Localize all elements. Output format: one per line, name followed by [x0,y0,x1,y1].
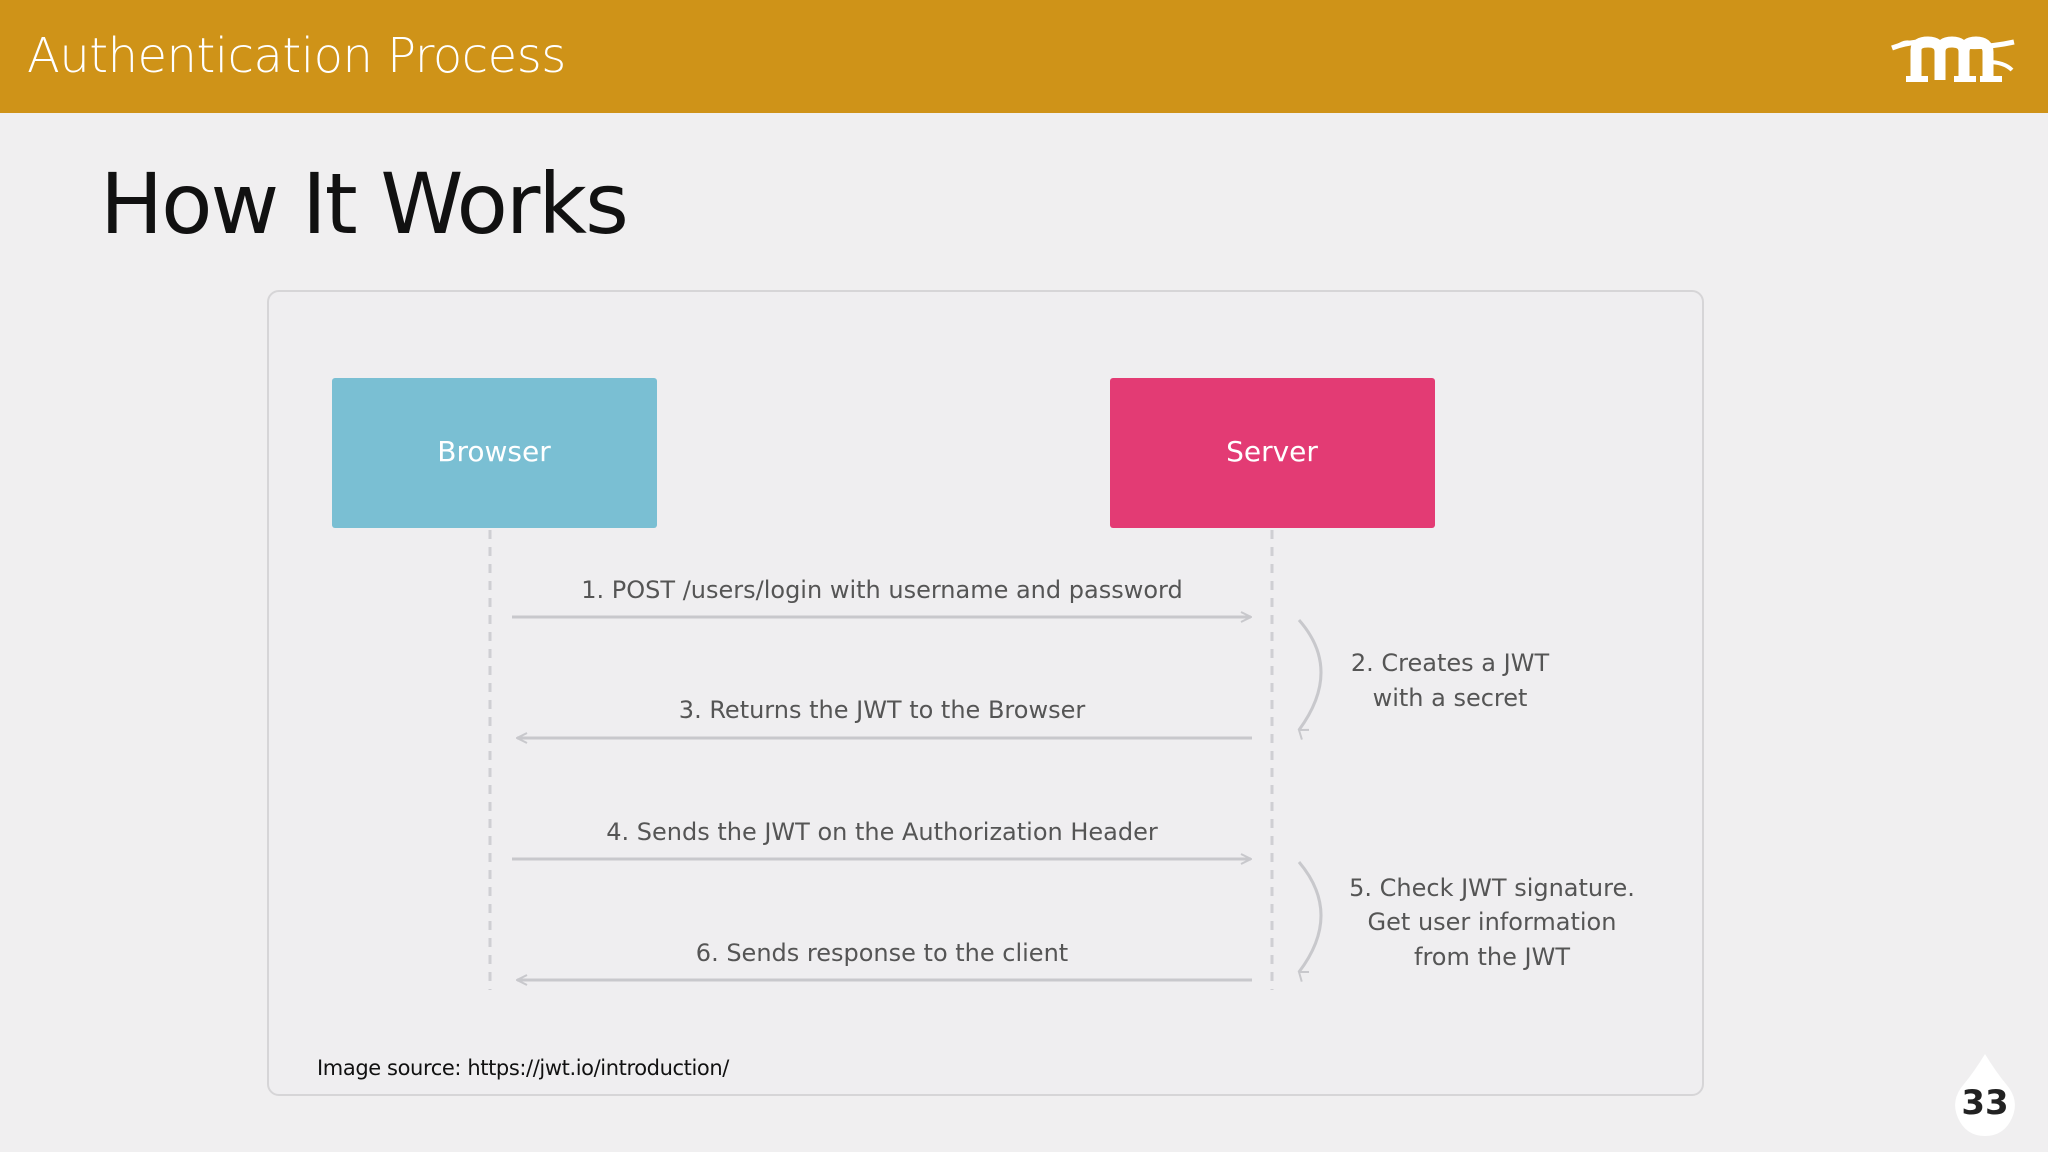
server-note-5-line-1: 5. Check JWT signature. [1349,874,1635,902]
image-source-caption: Image source: https://jwt.io/introductio… [317,1056,729,1080]
self-loop-arrow-2 [1297,861,1323,982]
message-6-label: 6. Sends response to the client [696,939,1068,967]
page-number: 33 [1961,1083,2009,1123]
server-note-2-line-2: with a secret [1373,684,1528,712]
sequence-diagram: Browser Server 1. POST /users/login with… [332,378,1635,990]
server-box [1110,378,1435,528]
self-loop-arrow-1 [1297,619,1323,740]
message-4-label: 4. Sends the JWT on the Authorization He… [606,818,1158,846]
page-number-badge [1955,1054,2015,1136]
server-note-5-line-2: Get user information [1368,908,1617,936]
browser-box [332,378,657,528]
m-logo-icon [1891,36,2015,82]
message-1-label: 1. POST /users/login with username and p… [581,576,1182,604]
message-3-label: 3. Returns the JWT to the Browser [679,696,1086,724]
header-title: Authentication Process [27,28,566,84]
header-bar: Authentication Process [0,0,2048,113]
server-label: Server [1226,435,1318,468]
browser-label: Browser [437,435,551,468]
server-note-2-line-1: 2. Creates a JWT [1351,649,1550,677]
slide-title: How It Works [100,155,629,253]
server-note-5-line-3: from the JWT [1414,943,1570,971]
